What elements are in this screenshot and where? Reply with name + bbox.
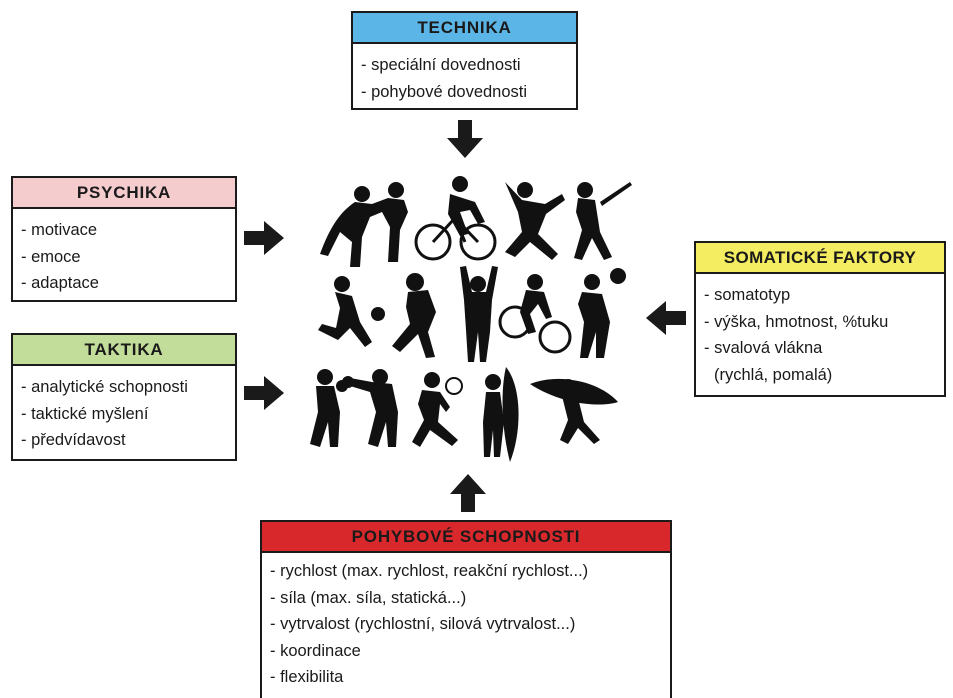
athlete-silhouettes-icon (310, 176, 632, 462)
list-item: - vytrvalost (rychlostní, silová vytrval… (270, 615, 576, 633)
taktika-list: - analytické schopnosti - taktické myšle… (13, 366, 235, 454)
taktika-header: TAKTIKA (13, 335, 235, 366)
list-item: - rychlost (max. rychlost, reakční rychl… (270, 562, 589, 580)
list-item: - flexibilita (270, 668, 344, 686)
baseball-batter-icon (574, 182, 632, 260)
arrow-up-icon (450, 474, 486, 512)
list-item: - taktické myšlení (21, 404, 149, 423)
list-item: - analytické schopnosti (21, 378, 188, 396)
football-player-icon (392, 273, 436, 358)
list-item: - somatotyp (704, 286, 791, 304)
list-item: - svalová vlákna (704, 339, 823, 357)
list-item: - síla (max. síla, statická...) (270, 588, 467, 607)
list-item: - výška, hmotnost, %tuku (704, 312, 889, 331)
list-item: (rychlá, pomalá) (714, 365, 833, 384)
pohybove-schopnosti-box: POHYBOVÉ SCHOPNOSTI - rychlost (max. ryc… (260, 520, 672, 698)
pohybove-schopnosti-title: POHYBOVÉ SCHOPNOSTI (351, 526, 581, 546)
boxer-punching-icon (342, 369, 398, 447)
psychika-title: PSYCHIKA (76, 182, 172, 202)
wrestlers-icon (320, 182, 408, 267)
psychika-list: - motivace - emoce - adaptace (13, 209, 235, 297)
arrow-right-icon (244, 376, 284, 410)
baseball-pitcher-icon (505, 182, 565, 260)
somaticke-faktory-list: - somatotyp - výška, hmotnost, %tuku - s… (696, 274, 944, 388)
list-item: - koordinace (270, 641, 361, 660)
basketball-player-icon (318, 276, 385, 347)
arrow-right-icon (244, 221, 284, 255)
list-item: - emoce (21, 247, 81, 266)
pohybove-schopnosti-list: - rychlost (max. rychlost, reakční rychl… (262, 553, 670, 691)
list-item: - speciální dovednosti (361, 56, 521, 74)
somaticke-faktory-title: SOMATICKÉ FAKTORY (723, 247, 917, 267)
somaticke-faktory-box: SOMATICKÉ FAKTORY - somatotyp - výška, h… (694, 241, 946, 397)
pohybove-schopnosti-header: POHYBOVÉ SCHOPNOSTI (262, 522, 670, 553)
technika-title: TECHNIKA (417, 17, 512, 37)
technika-box: TECHNIKA - speciální dovednosti - pohybo… (351, 11, 578, 110)
tennis-player-icon (412, 372, 463, 447)
taktika-title: TAKTIKA (84, 339, 164, 359)
psychika-box: PSYCHIKA - motivace - emoce - adaptace (11, 176, 237, 302)
basketball-dribbler-icon (578, 268, 626, 358)
list-item: - předvídavost (21, 431, 126, 449)
mountain-biker-icon (498, 274, 572, 354)
arrow-left-icon (646, 301, 686, 335)
psychika-header: PSYCHIKA (13, 178, 235, 209)
surfer-running-icon (530, 378, 618, 444)
boxer-icon (310, 369, 348, 447)
somaticke-faktory-header: SOMATICKÉ FAKTORY (696, 243, 944, 274)
list-item: - motivace (21, 221, 98, 239)
celebrating-player-icon (460, 266, 498, 362)
surfer-standing-icon (483, 367, 519, 462)
list-item: - adaptace (21, 274, 99, 292)
cyclist-icon (414, 176, 497, 261)
arrow-down-icon (447, 120, 483, 158)
taktika-box: TAKTIKA - analytické schopnosti - taktic… (11, 333, 237, 461)
technika-list: - speciální dovednosti - pohybové dovedn… (353, 44, 576, 105)
technika-header: TECHNIKA (353, 13, 576, 44)
list-item: - pohybové dovednosti (361, 82, 528, 101)
